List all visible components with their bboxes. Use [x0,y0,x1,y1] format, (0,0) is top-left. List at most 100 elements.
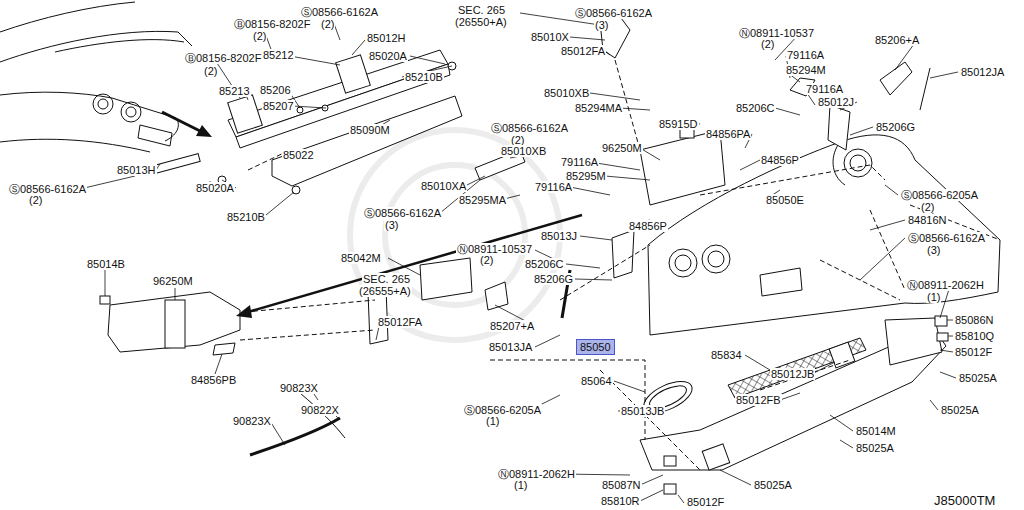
part-number: 85206+A [874,34,920,46]
part-number: Ⓢ08566-6162A [363,207,442,219]
part-number: 85064 [580,375,613,387]
part-number: 84816N [907,214,948,226]
part-number: 85022 [282,149,315,161]
fascia [100,10,1000,494]
part-number: Ⓢ08566-6162A [300,6,379,18]
part-number: (2) [28,194,43,206]
part-number: 85086N [954,314,995,326]
part-number: 85013J [540,230,578,242]
part-number: 90822X [300,404,340,416]
part-number: SEC. 265 [457,4,506,16]
part-number: SEC. 265 [362,273,411,285]
part-number: 85025A [958,372,998,384]
part-number: 85206G [875,121,916,133]
part-number: 85012H [366,32,407,44]
part-number: (1) [485,415,500,427]
car-body [0,2,192,152]
part-number: 85206C [735,102,776,114]
part-number: 85010XB [500,145,547,157]
part-number: 85042M [340,252,382,264]
part-number: 85294M [785,64,827,76]
part-number: 85012J [817,96,855,108]
part-number: 85012FB [735,394,782,406]
highlighted-part-number: 85050 [576,339,615,355]
part-number: 85012F [954,346,993,358]
part-number: 85050 [580,341,611,353]
part-number: 85206G [533,273,574,285]
part-number: 85834 [710,349,743,361]
part-number: 79116A [805,83,844,95]
part-number: 84856PA [705,128,751,140]
part-number: 79116A [786,49,825,61]
part-number: (3) [594,19,609,31]
part-number: 85810R [600,495,641,507]
part-number: 85090M [349,124,391,136]
part-number: (26550+A) [454,16,508,28]
part-number: (2) [920,201,935,213]
part-number: Ⓝ08911-10537 [738,27,815,39]
part-number: 85025A [753,479,793,491]
reinforcement [150,50,462,194]
part-number: 90823X [279,382,319,394]
part-number: 85213 [218,85,251,97]
assembly-line [240,60,1000,470]
part-number: 84856P [628,220,668,232]
leader-line [80,13,958,503]
part-number: Ⓢ08566-6162A [907,232,986,244]
part-number: 85010XB [543,87,590,99]
part-number: Ⓝ08911-2062H [906,279,985,291]
part-number: (1) [926,291,941,303]
part-number: Ⓑ08156-8202F [233,18,311,30]
part-number: 85025A [855,442,895,454]
part-number: 85207 [262,100,295,112]
part-number: (2) [252,30,267,42]
part-number: 85915D [658,118,699,130]
part-number: 85012JB [770,368,815,380]
part-number: 90823X [232,415,272,427]
part-number: (26555+A) [358,285,412,297]
part-number: 85020A [195,182,235,194]
part-number: 85206C [524,258,565,270]
part-number: 85210B [404,71,444,83]
part-number: 85013JA [488,341,533,353]
part-number: 85014M [855,425,897,437]
part-number: 85810Q [954,330,995,342]
part-number: 79116A [560,156,599,168]
part-number: (3) [926,244,941,256]
part-number: Ⓝ08911-2062H [497,468,576,480]
part-number: 85295MA [458,194,507,206]
part-number: Ⓝ08911-10537 [456,243,533,255]
part-number: (2) [479,254,494,266]
part-number: Ⓢ08566-6162A [490,122,569,134]
part-number: (2) [320,18,335,30]
part-number: 79116A [534,181,573,193]
part-number: 85012F [686,496,725,508]
part-number: Ⓢ08566-6162A [8,183,87,195]
part-number: 85206 [259,84,292,96]
part-number: 85050E [765,194,805,206]
part-number: (2) [203,65,218,77]
part-number: 85012JA [960,66,1005,78]
part-number: (1) [513,479,528,491]
part-number: (2) [760,38,775,50]
part-number: 96250M [152,275,194,287]
part-number: 84856P [760,154,800,166]
part-number: 85025A [940,404,980,416]
part-number: 85294MA [574,102,623,114]
part-number: 85012FA [377,316,423,328]
part-number: 85013H [116,164,157,176]
part-number: 85210B [226,211,266,223]
part-number: Ⓢ08566-6205A [900,189,979,201]
part-number: 96250M [601,142,643,154]
part-number: 85013JB [620,405,665,417]
part-number: 85207+A [489,320,535,332]
part-number: 85010XA [420,180,467,192]
part-number: Ⓢ08566-6162A [574,7,653,19]
part-number: 85212 [262,49,295,61]
part-number: Ⓢ08566-6205A [463,404,542,416]
part-number: 84856PB [190,374,237,386]
part-number: 85010X [530,31,570,43]
part-number: 85087N [601,479,642,491]
part-number: (3) [384,219,399,231]
drawing-number: J85000TM [933,493,996,508]
